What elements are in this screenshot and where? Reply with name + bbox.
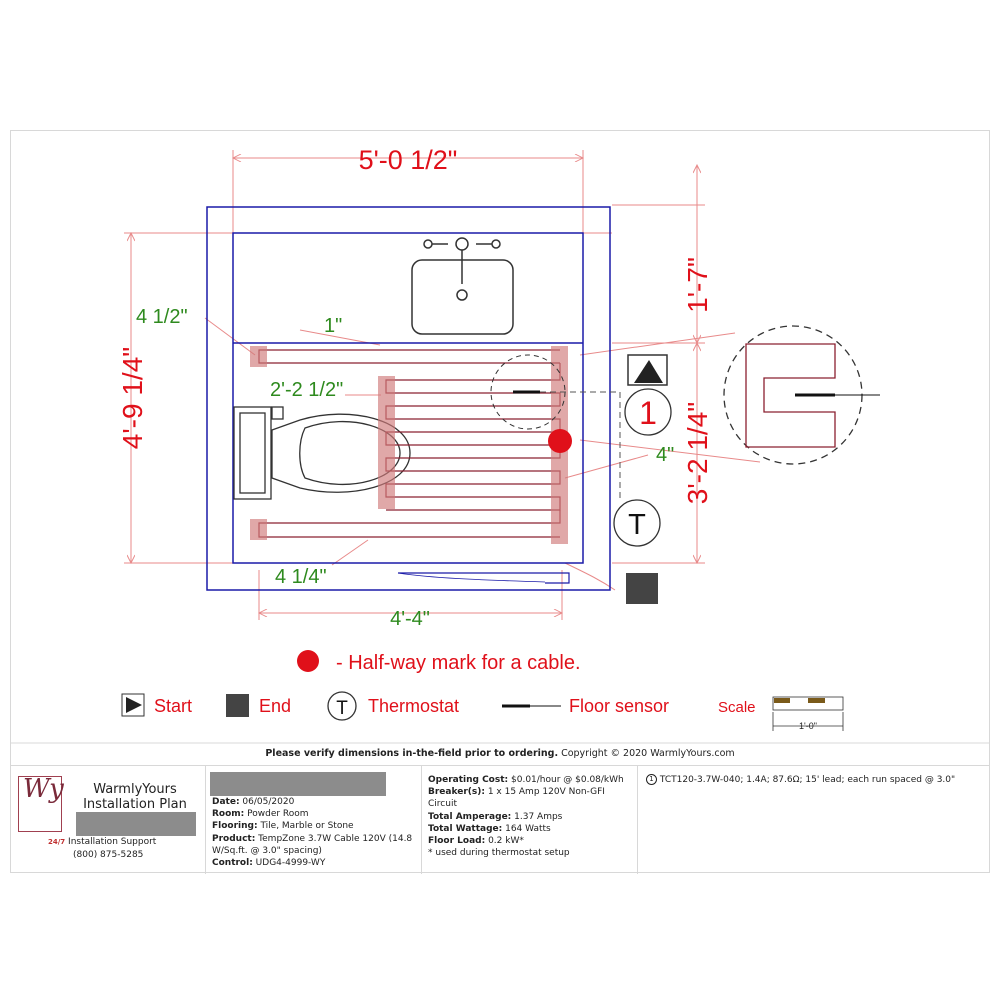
installation-plan-sheet bbox=[10, 130, 990, 873]
floor-plan-diagram: 1 T 5'-0 1/2" 4'-9 1/4" 1'-7" 3'-2 1/4" … bbox=[10, 145, 990, 744]
dim-right-lower: 3'-2 1/4" bbox=[682, 402, 713, 504]
company-name: WarmlyYours Installation Plan bbox=[80, 782, 190, 812]
toilet-icon bbox=[233, 406, 411, 500]
start-legend-icon bbox=[126, 697, 142, 713]
support-label: Installation Support bbox=[68, 837, 157, 847]
legend-thermostat: Thermostat bbox=[368, 696, 459, 716]
dim-top-width: 5'-0 1/2" bbox=[359, 145, 458, 175]
dim-left-height: 4'-9 1/4" bbox=[117, 347, 148, 449]
room-label: Room: bbox=[212, 809, 245, 820]
wattage-value: 164 Watts bbox=[502, 823, 551, 834]
end-legend-icon bbox=[226, 694, 249, 717]
control-value: UDG4-4999-WY bbox=[252, 858, 326, 869]
logo-text: Wy bbox=[23, 774, 64, 804]
date-value: 06/05/2020 bbox=[239, 797, 295, 807]
legend-end: End bbox=[259, 696, 291, 716]
verify-dimensions-note: Please verify dimensions in-the-field pr… bbox=[10, 748, 990, 759]
cable-spec: 1 TCT120-3.7W-040; 1.4A; 87.6Ω; 15' lead… bbox=[638, 766, 990, 874]
scale-value: 1'-0" bbox=[799, 721, 817, 731]
run-number: 1 bbox=[639, 395, 657, 431]
start-icon bbox=[634, 360, 663, 383]
cable-number-icon: 1 bbox=[646, 774, 657, 785]
room-value: Powder Room bbox=[244, 809, 309, 820]
dim-right-upper: 1'-7" bbox=[682, 257, 713, 313]
halfway-legend-dot bbox=[297, 650, 319, 672]
dim-offset-4-1-2: 4 1/2" bbox=[136, 306, 188, 328]
cost-label: Operating Cost: bbox=[428, 775, 509, 785]
amperage-label: Total Amperage: bbox=[428, 811, 512, 822]
redacted-field bbox=[76, 812, 196, 836]
legend-floor-sensor: Floor sensor bbox=[569, 696, 669, 716]
scale-bar bbox=[772, 696, 844, 731]
legend: Start End T Thermostat Floor sensor Scal… bbox=[121, 691, 844, 731]
product-label: Product: bbox=[212, 833, 256, 844]
product-value: TempZone 3.7W Cable 120V (14.8 W/Sq.ft. … bbox=[212, 833, 413, 856]
dim-offset-4: 4" bbox=[656, 444, 674, 466]
halfway-legend-text: - Half-way mark for a cable. bbox=[336, 652, 581, 674]
control-label: Control: bbox=[212, 858, 253, 869]
halfway-mark bbox=[548, 429, 572, 453]
load-value: 0.2 kW* bbox=[485, 836, 524, 847]
breaker-value: 1 x 15 Amp 120V Non-GFI Circuit bbox=[428, 787, 605, 810]
company-name-line2: Installation Plan bbox=[83, 797, 187, 812]
load-label: Floor Load: bbox=[428, 836, 486, 847]
copyright: Copyright © 2020 WarmlyYours.com bbox=[558, 748, 735, 759]
dim-offset-1: 1" bbox=[324, 315, 342, 337]
title-block: Wy WarmlyYours Installation Plan 24/7 In… bbox=[10, 765, 990, 874]
thermostat-legend-icon bbox=[327, 691, 357, 721]
support-247-badge: 24/7 bbox=[48, 838, 66, 846]
dim-offset-2-2-1-2: 2'-2 1/2" bbox=[270, 379, 343, 401]
door-swing bbox=[397, 572, 570, 584]
verify-note-bold: Please verify dimensions in-the-field pr… bbox=[265, 748, 559, 759]
room-floor-outline bbox=[232, 232, 584, 564]
dim-bottom-width: 4'-4" bbox=[390, 608, 430, 630]
flooring-label: Flooring: bbox=[212, 821, 258, 832]
project-info: Date: 06/05/2020 Room: Powder Room Floor… bbox=[206, 766, 422, 874]
flooring-value: Tile, Marble or Stone bbox=[257, 821, 354, 832]
floor-sensor-detail bbox=[490, 325, 880, 500]
company-block: Wy WarmlyYours Installation Plan 24/7 In… bbox=[10, 766, 206, 874]
installation-support: 24/7 Installation Support (800) 875-5285 bbox=[48, 836, 156, 862]
company-name-line1: WarmlyYours bbox=[93, 782, 177, 797]
load-footnote: * used during thermostat setup bbox=[428, 848, 570, 859]
start-marker-frame bbox=[627, 354, 668, 386]
sink-icon bbox=[411, 237, 514, 335]
electrical-info: Operating Cost: $0.01/hour @ $0.08/kWh B… bbox=[422, 766, 638, 874]
outer-wall bbox=[206, 206, 611, 591]
date-label: Date: bbox=[212, 797, 240, 807]
amperage-value: 1.37 Amps bbox=[511, 811, 563, 822]
dim-offset-4-1-4: 4 1/4" bbox=[275, 566, 327, 588]
wattage-label: Total Wattage: bbox=[428, 823, 503, 834]
warmlyyours-logo: Wy bbox=[18, 774, 64, 832]
support-phone: (800) 875-5285 bbox=[73, 850, 144, 860]
legend-scale: Scale bbox=[718, 699, 756, 716]
run-number-marker bbox=[624, 388, 672, 436]
thermostat-marker bbox=[613, 499, 661, 547]
end-marker bbox=[626, 573, 658, 604]
legend-start: Start bbox=[154, 696, 192, 716]
cable-spec-text: TCT120-3.7W-040; 1.4A; 87.6Ω; 15' lead; … bbox=[659, 775, 956, 785]
redacted-customer bbox=[210, 772, 386, 796]
thermostat-legend-glyph: T bbox=[336, 698, 348, 719]
thermostat-marker-label: T bbox=[628, 509, 646, 541]
breaker-label: Breaker(s): bbox=[428, 787, 485, 798]
cost-value: $0.01/hour @ $0.08/kWh bbox=[508, 775, 624, 785]
